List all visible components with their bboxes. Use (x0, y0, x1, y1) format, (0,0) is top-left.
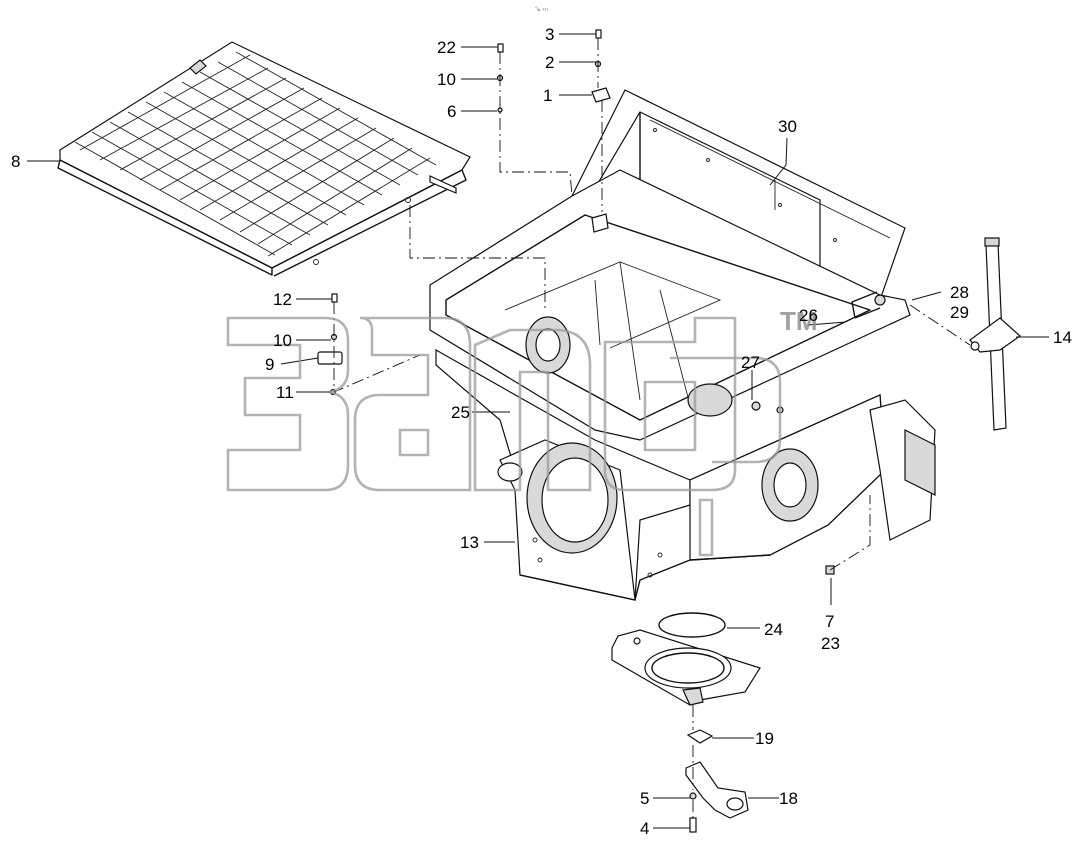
part-hopper-body (429, 89, 936, 601)
callout-3: 3 (545, 25, 554, 44)
part-lower-housing (497, 439, 771, 601)
callout-1: 1 (543, 86, 552, 105)
callout-10-mid: 10 (273, 331, 292, 350)
callout-labels: 22 10 6 3 2 1 8 30 12 10 9 11 25 13 14 2… (11, 25, 1072, 838)
callout-7: 7 (825, 612, 834, 631)
callout-4: 4 (640, 819, 649, 838)
callout-28: 28 (950, 283, 969, 302)
callout-12: 12 (273, 290, 292, 309)
callout-11: 11 (276, 383, 294, 402)
callout-2: 2 (545, 53, 554, 72)
assembly-lines (333, 38, 971, 818)
callout-8: 8 (11, 152, 20, 171)
callout-19: 19 (755, 729, 774, 748)
callout-22: 22 (437, 38, 456, 57)
callout-10-top: 10 (437, 70, 456, 89)
watermark-logo: TM (226, 306, 818, 557)
part-handle-shaft (969, 237, 1021, 431)
callout-25: 25 (451, 403, 470, 422)
part-gasket-ring (658, 612, 726, 638)
callout-18: 18 (779, 789, 798, 808)
callout-30: 30 (778, 117, 797, 136)
callout-5: 5 (640, 789, 649, 808)
part-bracket (685, 761, 749, 819)
callout-14: 14 (1053, 328, 1072, 347)
part-grate (57, 41, 471, 277)
part-clip (686, 729, 714, 744)
callout-13: 13 (460, 533, 479, 552)
callout-26: 26 (799, 306, 818, 325)
callout-23: 23 (821, 634, 840, 653)
leader-lines (27, 33, 1049, 829)
callout-9: 9 (265, 355, 274, 374)
part-bottom-plate (611, 629, 761, 706)
watermark-trademark: TM (780, 306, 818, 336)
callout-27: 27 (741, 353, 760, 372)
callout-6: 6 (447, 102, 456, 121)
callout-24: 24 (764, 620, 783, 639)
callout-29: 29 (950, 303, 969, 322)
header-stamp: °ь ‹‹‹ (535, 7, 548, 13)
